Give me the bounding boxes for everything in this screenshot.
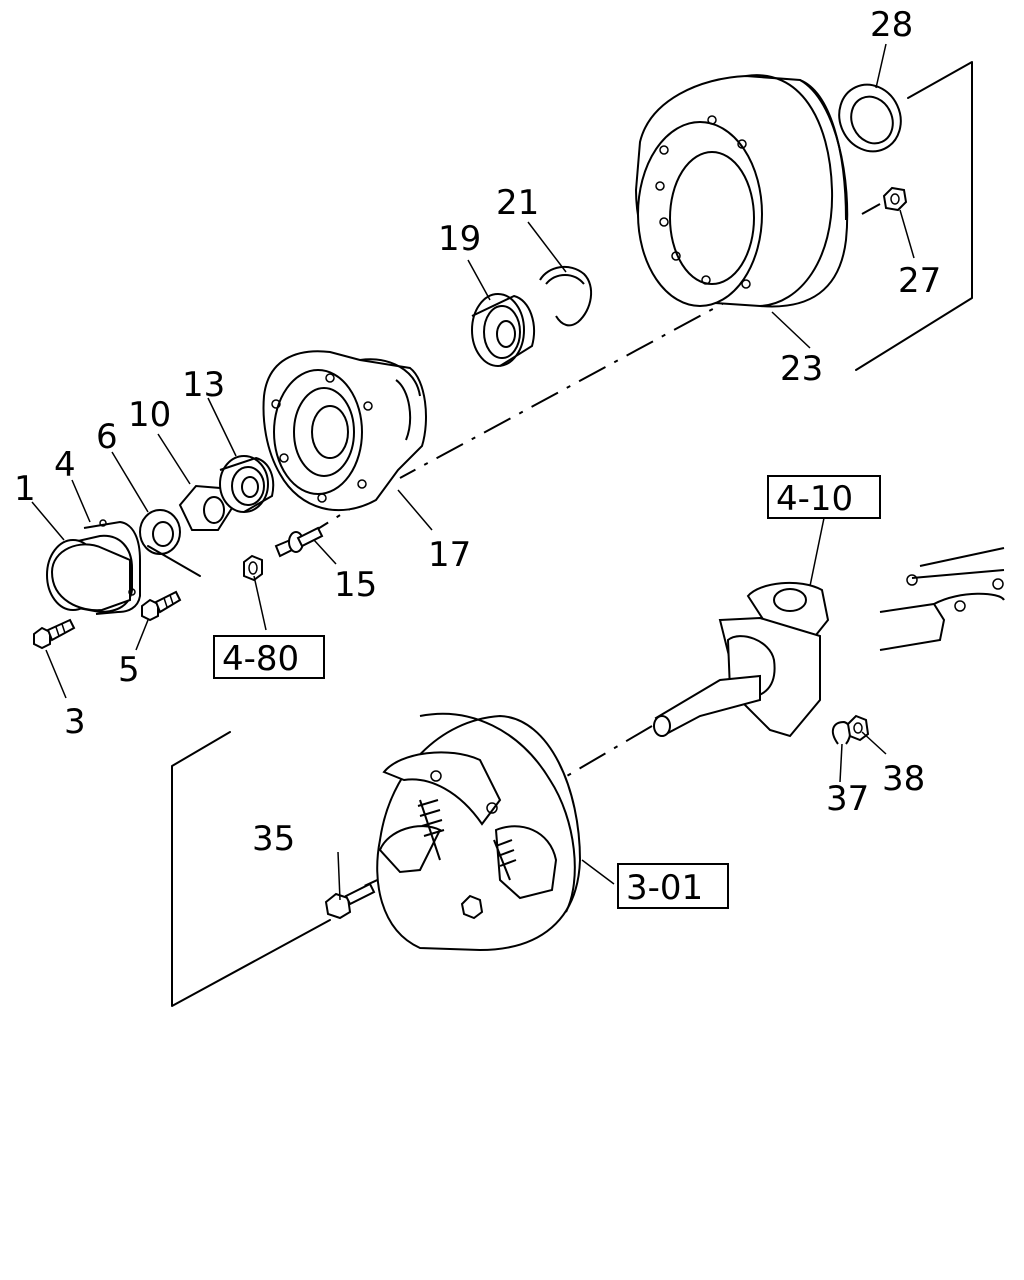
callout-13: 13	[182, 365, 225, 405]
callout-3: 3	[64, 702, 86, 742]
part-bolt-3	[33, 618, 76, 650]
part-wheel-nut	[243, 554, 263, 582]
callout-23: 23	[780, 349, 823, 389]
reference-box-4-80: 4-80	[213, 635, 325, 679]
part-nut-38	[846, 714, 870, 742]
part-drum-nut	[882, 186, 908, 212]
callout-38: 38	[882, 759, 925, 799]
reference-label-3-01: 3-01	[626, 868, 703, 908]
part-bolt-5	[141, 590, 182, 622]
part-axle-knuckle	[653, 547, 1005, 738]
assembly-axis-lines	[299, 203, 881, 889]
callout-21: 21	[496, 183, 539, 223]
callout-19: 19	[438, 219, 481, 259]
reference-box-3-01: 3-01	[617, 863, 729, 909]
callout-27: 27	[898, 261, 941, 301]
callout-1: 1	[14, 469, 36, 509]
callout-6: 6	[96, 417, 118, 457]
reference-label-4-10: 4-10	[776, 479, 853, 519]
part-oil-seal	[838, 83, 902, 153]
reference-label-4-80: 4-80	[222, 639, 299, 679]
callout-5: 5	[118, 650, 140, 690]
part-gasket	[83, 519, 141, 615]
leader-lines	[31, 43, 915, 901]
part-hub-cap	[46, 534, 133, 614]
part-snap-ring	[539, 265, 593, 327]
callout-10: 10	[128, 395, 171, 435]
reference-box-4-10: 4-10	[767, 475, 881, 519]
part-brake-drum	[634, 74, 849, 308]
callout-15: 15	[334, 565, 377, 605]
part-bolt-35	[324, 882, 376, 920]
callout-37: 37	[826, 779, 869, 819]
part-outer-bearing	[219, 455, 275, 513]
bracket-lines	[171, 61, 973, 1007]
callout-28: 28	[870, 5, 913, 45]
part-hub-nut	[178, 484, 234, 531]
callout-17: 17	[428, 535, 471, 575]
callout-labels: 1 4 3 5 6 10 13 15 17 19 21 23 27 28 35 …	[14, 5, 941, 859]
callout-4: 4	[54, 445, 76, 485]
part-brake-assembly	[376, 712, 582, 952]
part-hub-bolt	[274, 526, 324, 558]
part-wheel-hub	[262, 350, 427, 512]
part-lock-washer	[139, 509, 201, 577]
part-inner-bearing	[471, 293, 535, 367]
callout-35: 35	[252, 819, 295, 859]
